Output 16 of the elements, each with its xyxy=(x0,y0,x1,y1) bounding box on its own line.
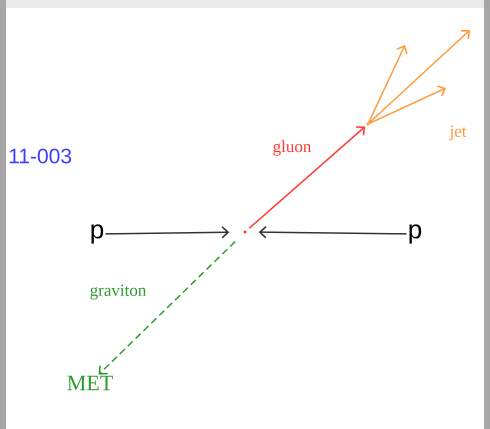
arrow xyxy=(248,126,366,229)
vertex-point xyxy=(366,122,370,126)
particle-label: p xyxy=(409,224,422,244)
edge-label: gluon xyxy=(273,140,312,156)
particle-label: p xyxy=(91,224,104,244)
vertex-point xyxy=(244,230,246,234)
reference-code: 11-003 xyxy=(10,148,72,164)
arrow xyxy=(368,45,408,123)
edge-label: jet xyxy=(449,126,466,140)
arrow xyxy=(258,226,407,238)
arrow xyxy=(105,226,230,238)
dashed-arrow xyxy=(98,241,236,375)
particle-label: MET xyxy=(67,376,113,390)
arrow xyxy=(368,30,470,124)
edge-label: graviton xyxy=(90,284,146,300)
arrow xyxy=(369,85,446,124)
